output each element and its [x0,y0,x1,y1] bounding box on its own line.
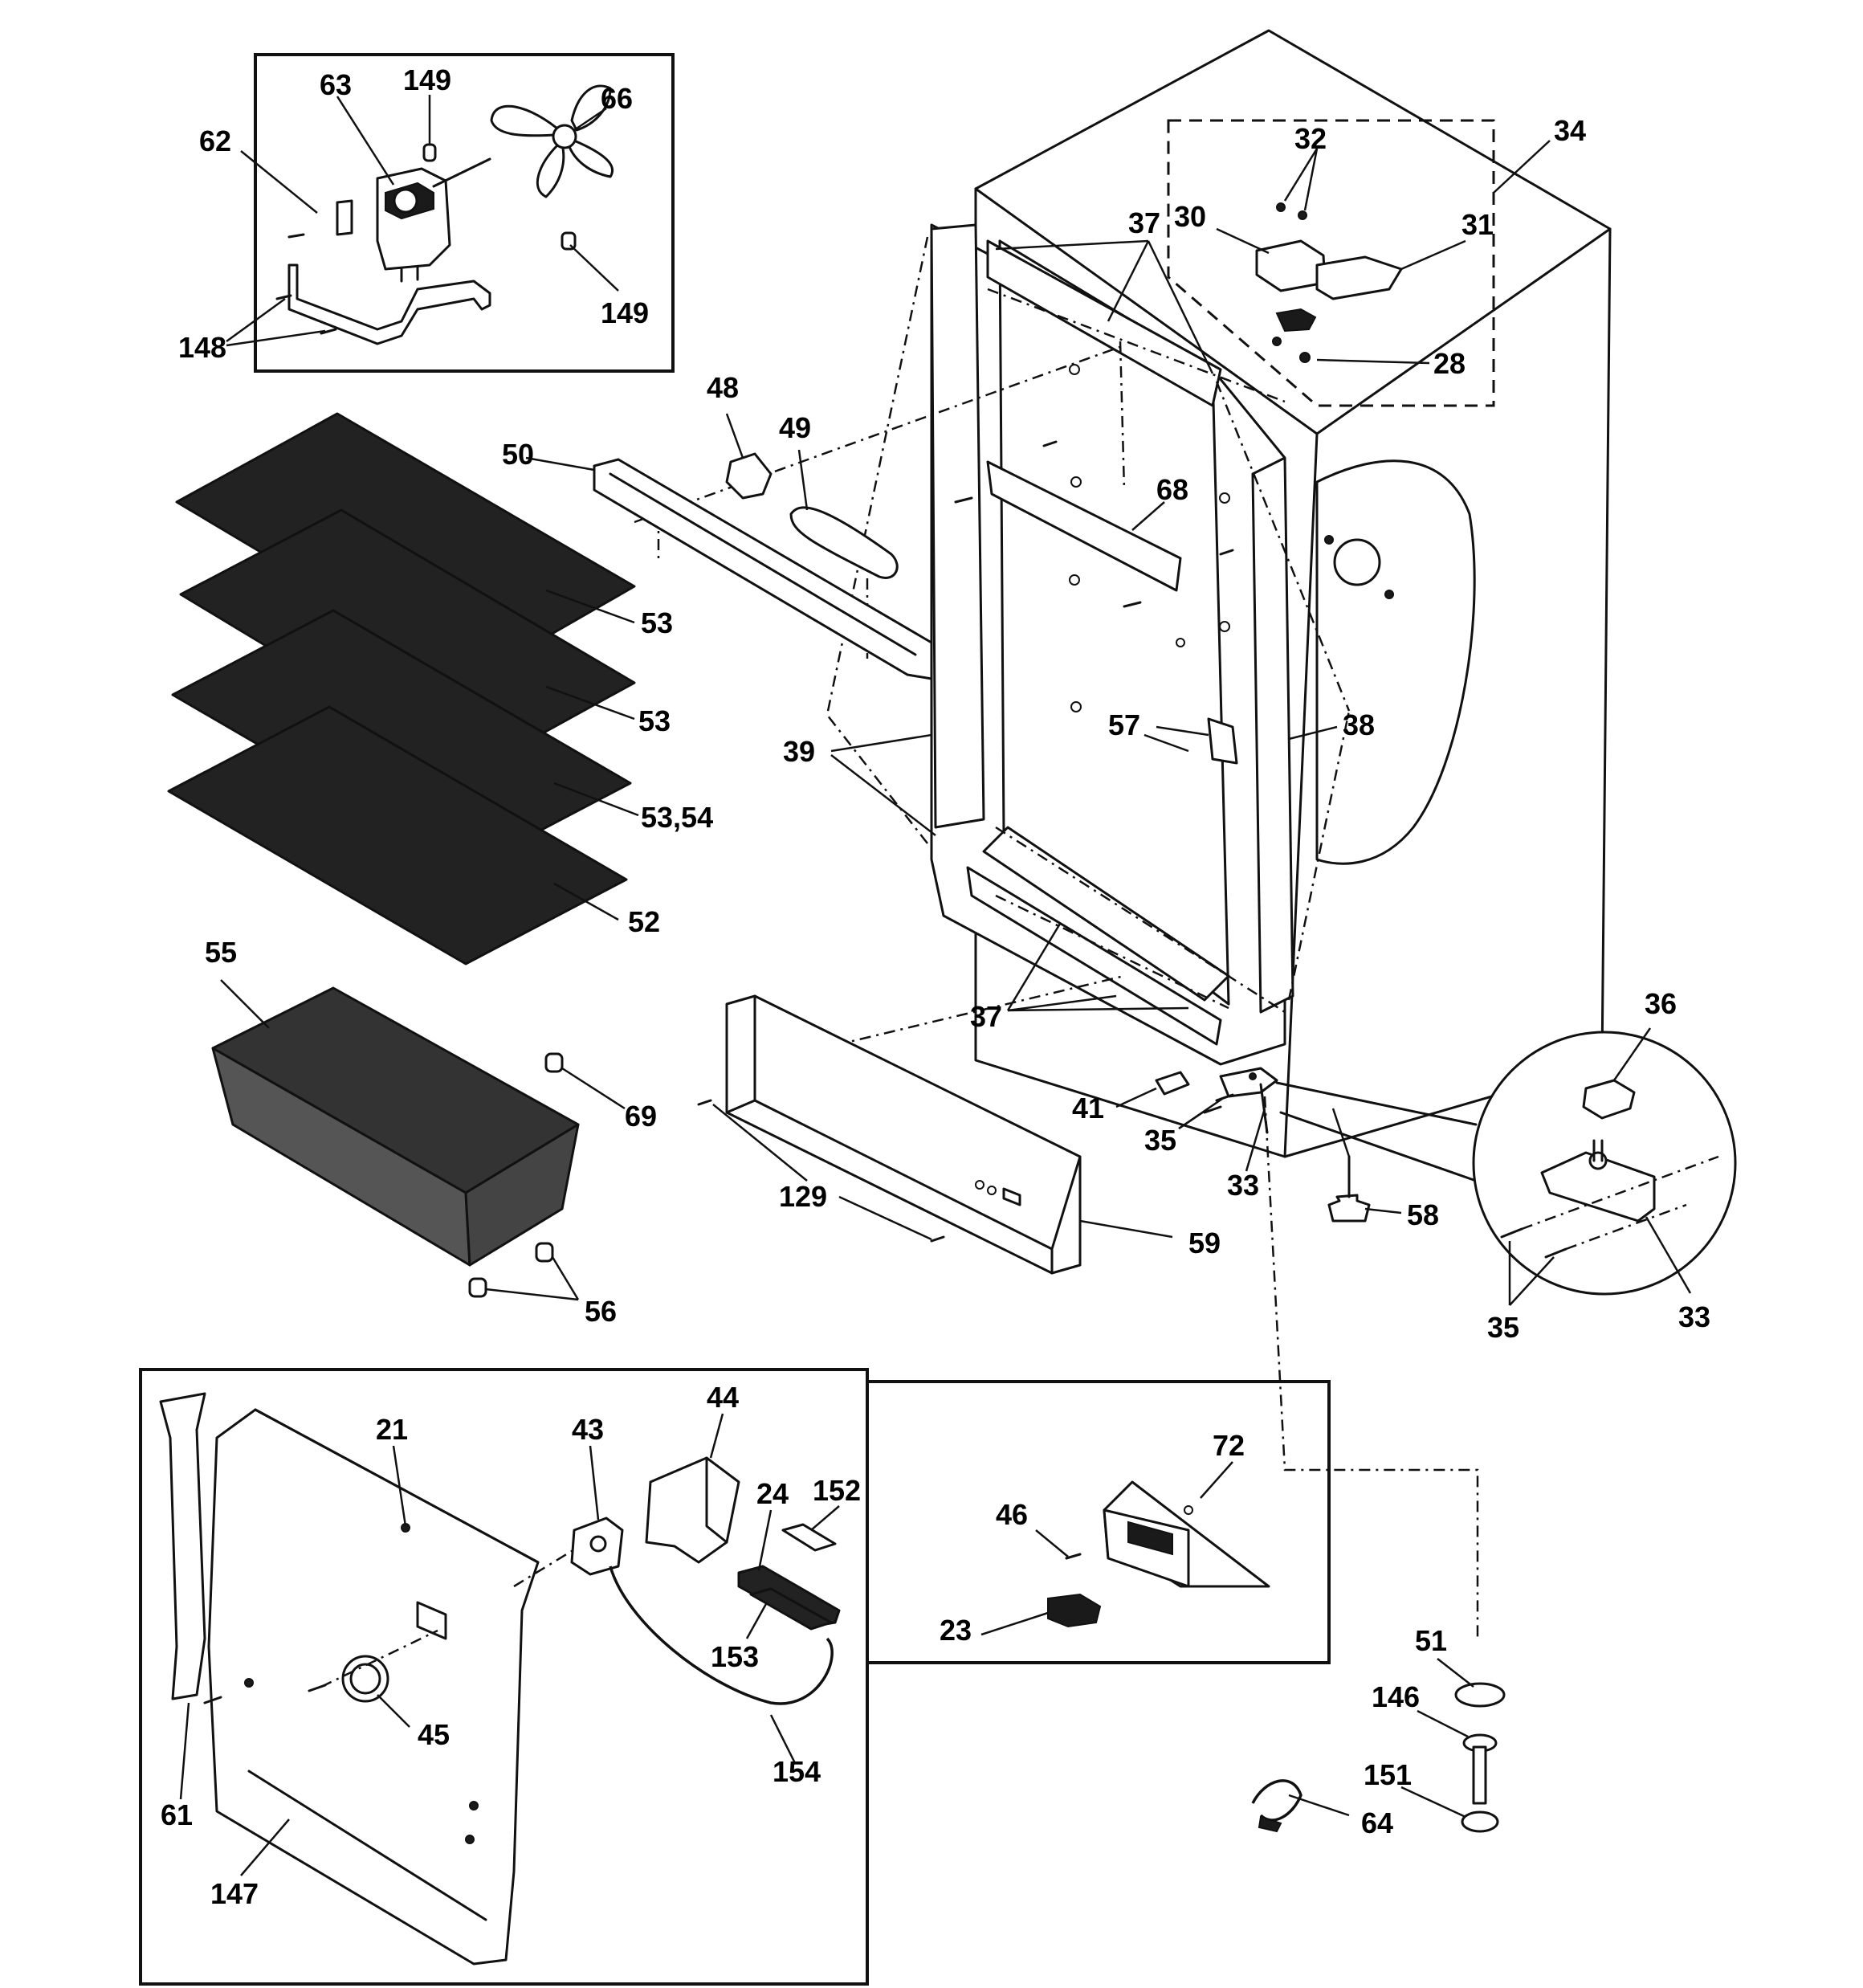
label-43: 43 [572,1413,604,1446]
label-69: 69 [625,1100,657,1133]
label-41: 41 [1072,1092,1104,1125]
label-50: 50 [502,438,534,471]
label-146: 146 [1372,1680,1420,1713]
label-30: 30 [1174,200,1206,233]
label-44: 44 [707,1381,739,1414]
label-35: 35 [1487,1311,1519,1344]
label-151: 151 [1364,1758,1412,1791]
label-51: 51 [1415,1624,1447,1657]
leveling-parts [1251,1658,1506,1833]
label-58: 58 [1407,1198,1439,1231]
control-panel-inset [139,1368,869,1986]
toe-grille [697,994,1478,1275]
label-149: 149 [403,63,451,96]
label-66: 66 [601,82,633,115]
label-59: 59 [1188,1227,1221,1259]
label-34: 34 [1554,114,1586,147]
label-35: 35 [1144,1124,1176,1157]
fan-motor-inset [226,53,675,373]
label-62: 62 [199,125,231,157]
label-23: 23 [940,1614,972,1647]
label-38: 38 [1343,708,1375,741]
label-63: 63 [320,68,352,101]
label-46: 46 [996,1498,1028,1531]
label-148: 148 [178,331,226,364]
label-37: 37 [970,1000,1002,1033]
label-57: 57 [1108,708,1140,741]
label-152: 152 [813,1474,861,1507]
hinge-leaders [995,140,1551,1012]
label-53: 53 [641,606,673,639]
callout-labels: 62 63 149 66 149 148 32 34 30 31 37 28 4… [161,63,1710,1910]
label-61: 61 [161,1798,193,1831]
freezer-cabinet [634,29,1612,1639]
label-37: 37 [1128,206,1160,239]
label-72: 72 [1213,1429,1245,1462]
label-36: 36 [1645,987,1677,1020]
wire-basket [211,979,626,1301]
label-147: 147 [210,1877,259,1910]
label-68: 68 [1156,473,1188,506]
label-64: 64 [1361,1806,1393,1839]
label-55: 55 [205,936,237,969]
label-28: 28 [1433,347,1466,380]
label-33: 33 [1678,1300,1710,1333]
label-149: 149 [601,296,649,329]
label-32: 32 [1294,122,1327,155]
label-129: 129 [779,1180,827,1213]
wire-shelves [167,412,1338,965]
light-switch-inset [866,1380,1331,1664]
label-49: 49 [779,411,811,444]
label-52: 52 [628,905,660,938]
light-assembly [525,413,933,680]
label-24: 24 [756,1477,789,1510]
label-153: 153 [711,1640,759,1673]
label-154: 154 [773,1755,821,1788]
label-48: 48 [707,371,739,404]
label-45: 45 [418,1718,450,1751]
hinge-detail [1472,1027,1737,1306]
label-21: 21 [376,1413,408,1446]
label-56: 56 [585,1295,617,1328]
label-39: 39 [783,735,815,768]
label-53: 53 [638,704,671,737]
label-33: 33 [1227,1169,1259,1202]
label-53-54: 53,54 [641,801,713,834]
label-31: 31 [1461,208,1494,241]
